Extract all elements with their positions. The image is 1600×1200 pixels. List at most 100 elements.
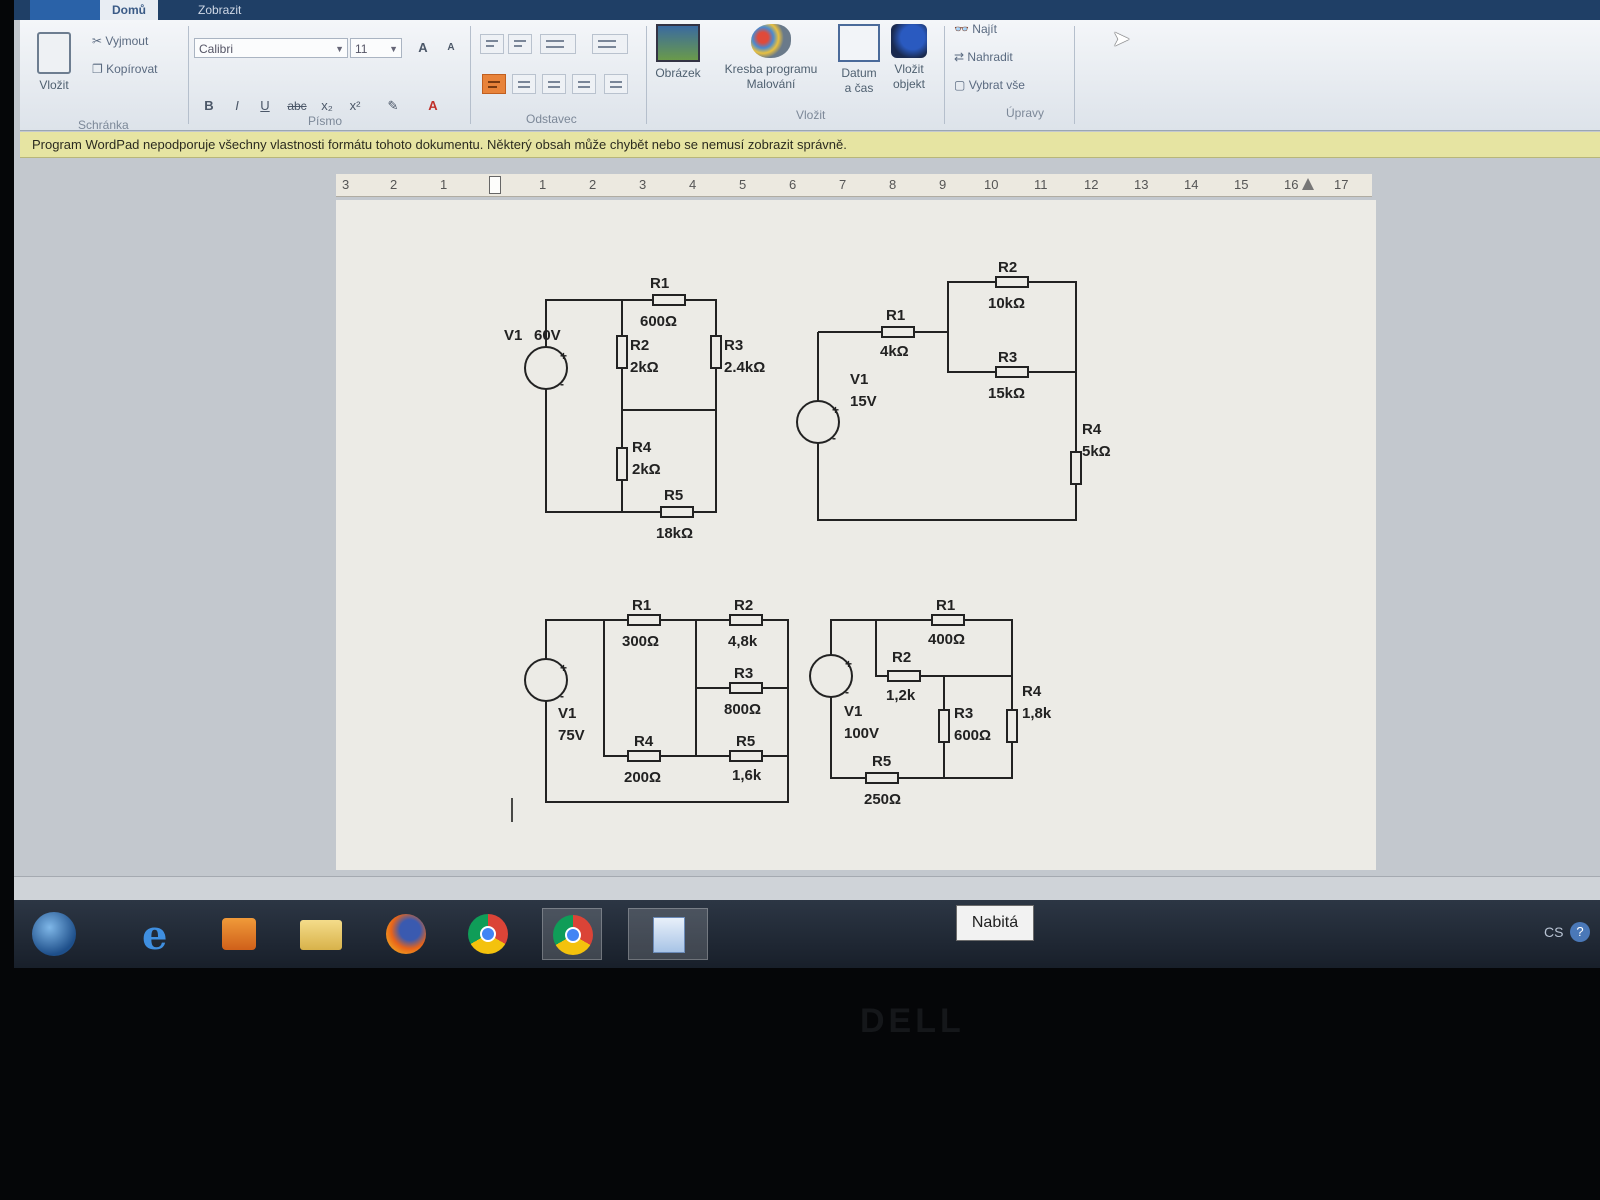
taskbar-firefox[interactable] xyxy=(376,908,436,960)
font-family-select[interactable]: Calibri▼ xyxy=(194,38,348,58)
increase-indent-button[interactable] xyxy=(508,34,532,54)
cut-button[interactable]: ✂ Vyjmout xyxy=(92,34,148,48)
plus-sign: + xyxy=(832,403,839,417)
insert-datetime-button[interactable]: Datum a čas xyxy=(834,24,884,96)
font-size-value: 11 xyxy=(355,42,368,56)
insert-picture-button[interactable]: Obrázek xyxy=(650,24,706,81)
ruler[interactable]: 3 2 1 1 2 3 4 5 6 7 8 9 10 11 12 13 14 1… xyxy=(336,174,1372,197)
circuit-2 xyxy=(796,276,1082,521)
justify-button[interactable] xyxy=(572,74,596,94)
select-all-label: Vybrat vše xyxy=(968,78,1025,92)
grow-font-button[interactable]: A xyxy=(418,40,428,55)
font-size-select[interactable]: 11▼ xyxy=(350,38,402,58)
shrink-font-button[interactable]: A xyxy=(447,42,455,53)
tab-home[interactable]: Domů xyxy=(100,0,158,20)
resistor-symbol xyxy=(710,335,722,369)
taskbar-chrome-2[interactable] xyxy=(542,908,602,960)
app-menu-button[interactable] xyxy=(30,0,100,20)
paint-drawing-button[interactable]: Kresba programu Malování xyxy=(712,24,830,92)
group-label-insert: Vložit xyxy=(796,108,826,122)
c2-v-name: V1 xyxy=(850,371,868,388)
replace-button[interactable]: ⇄ Nahradit xyxy=(954,50,1013,64)
font-color-button[interactable]: A xyxy=(416,96,450,116)
copy-icon: ❐ xyxy=(92,62,103,76)
strikethrough-button[interactable]: abc xyxy=(287,99,307,113)
insert-object-button[interactable]: Vložit objekt xyxy=(886,24,932,92)
ruler-number: 3 xyxy=(639,177,647,192)
decrease-indent-button[interactable] xyxy=(480,34,504,54)
c1-r4-value: 2kΩ xyxy=(632,461,661,478)
compatibility-infobar: Program WordPad nepodporuje všechny vlas… xyxy=(20,132,1600,158)
c2-v-value: 15V xyxy=(850,393,877,410)
italic-button[interactable]: I xyxy=(235,98,239,113)
object-label-2: objekt xyxy=(892,77,926,91)
paint-label-1: Kresba programu xyxy=(724,62,818,76)
resistor-symbol xyxy=(627,750,661,762)
group-label-clipboard: Schránka xyxy=(78,118,129,132)
c1-r5-name: R5 xyxy=(664,487,683,504)
media-player-icon xyxy=(222,918,256,950)
subscript-button[interactable]: x₂ xyxy=(321,98,333,113)
paragraph-settings-button[interactable] xyxy=(604,74,628,94)
c1-r2-value: 2kΩ xyxy=(630,359,659,376)
bold-button[interactable]: B xyxy=(204,98,214,113)
c3-r3-value: 800Ω xyxy=(724,701,761,718)
minus-sign: - xyxy=(560,377,564,391)
language-indicator[interactable]: CS xyxy=(1544,924,1564,940)
c3-r5-value: 1,6k xyxy=(732,767,762,784)
voltage-source-symbol xyxy=(524,658,568,702)
battery-tooltip: Nabitá xyxy=(956,905,1034,941)
taskbar-file-explorer[interactable] xyxy=(292,908,352,960)
start-button[interactable] xyxy=(24,908,84,960)
document-page[interactable]: + - + - + - + - V1 60V R1 600Ω R2 2kΩ R3… xyxy=(336,200,1376,870)
cut-label: Vyjmout xyxy=(105,34,149,48)
insert-picture-label: Obrázek xyxy=(655,66,701,80)
highlight-color-button[interactable]: ✎ xyxy=(376,96,410,116)
folder-icon xyxy=(300,920,342,950)
paste-button[interactable]: Vložit xyxy=(32,32,76,93)
bullet-list-button[interactable] xyxy=(540,34,576,54)
find-button[interactable]: 👓 Najít xyxy=(954,22,997,36)
resistor-symbol xyxy=(931,614,965,626)
right-indent-marker[interactable] xyxy=(1302,178,1314,190)
ruler-number: 2 xyxy=(390,177,398,192)
taskbar-internet-explorer[interactable]: e xyxy=(126,908,186,960)
select-all-button[interactable]: ▢ Vybrat vše xyxy=(954,78,1025,92)
align-center-button[interactable] xyxy=(512,74,536,94)
superscript-button[interactable]: x² xyxy=(349,98,361,113)
c3-r4-value: 200Ω xyxy=(624,769,661,786)
highlighter-icon: ✎ xyxy=(387,98,399,113)
copy-label: Kopírovat xyxy=(106,62,158,76)
ribbon-separator xyxy=(188,26,189,124)
copy-button[interactable]: ❐ Kopírovat xyxy=(92,62,157,76)
datetime-label-2: a čas xyxy=(844,81,874,95)
circuit-diagrams: + - + - + - + - V1 60V R1 600Ω R2 2kΩ R3… xyxy=(504,259,1111,822)
voltage-source-symbol xyxy=(809,654,853,698)
internet-explorer-icon: e xyxy=(142,912,168,959)
ruler-number: 9 xyxy=(939,177,947,192)
c4-r4-value: 1,8k xyxy=(1022,705,1052,722)
tab-view[interactable]: Zobrazit xyxy=(198,3,242,17)
align-right-button[interactable] xyxy=(542,74,566,94)
c3-r2-name: R2 xyxy=(734,597,753,614)
indent-marker[interactable] xyxy=(489,176,501,194)
line-spacing-button[interactable] xyxy=(592,34,628,54)
taskbar-wordpad[interactable] xyxy=(628,908,708,960)
c2-r3-name: R3 xyxy=(998,349,1017,366)
resistor-symbol xyxy=(1006,709,1018,743)
c1-r5-value: 18kΩ xyxy=(656,525,693,542)
resistor-symbol xyxy=(729,614,763,626)
c4-v-value: 100V xyxy=(844,725,879,742)
underline-button[interactable]: U xyxy=(260,98,270,113)
help-icon[interactable]: ? xyxy=(1570,922,1590,942)
firefox-icon xyxy=(386,914,426,954)
plus-sign: + xyxy=(560,349,567,363)
ruler-number: 3 xyxy=(342,177,350,192)
paint-palette-icon xyxy=(751,24,791,58)
chrome-icon xyxy=(553,915,593,955)
align-left-button[interactable] xyxy=(482,74,506,94)
taskbar-media-player[interactable] xyxy=(210,908,270,960)
c3-r4-name: R4 xyxy=(634,733,654,750)
minus-sign: - xyxy=(560,689,564,703)
taskbar-chrome[interactable] xyxy=(458,908,518,960)
